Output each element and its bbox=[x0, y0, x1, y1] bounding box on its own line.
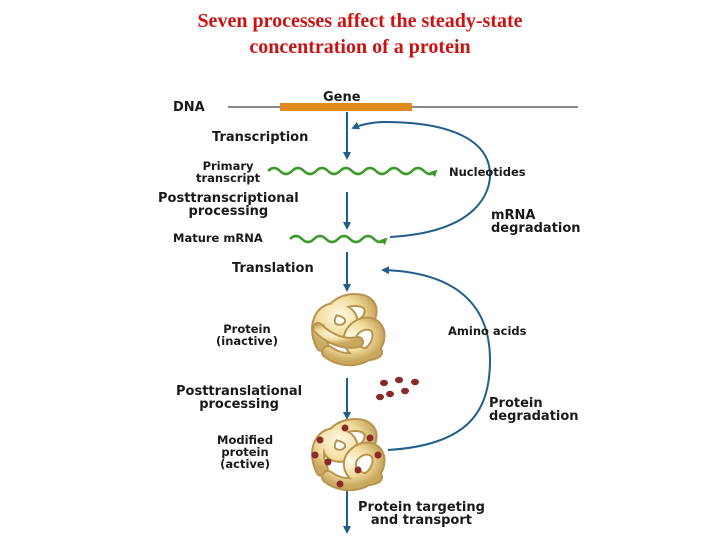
modified-protein-line-3: (active) bbox=[220, 457, 270, 471]
nucleotides-label: Nucleotides bbox=[449, 165, 526, 179]
modified-protein-line-1: Modified bbox=[217, 433, 274, 447]
protein-inactive-line-2: (inactive) bbox=[216, 334, 278, 348]
protein-targeting-label: Protein targeting and transport bbox=[358, 501, 485, 527]
translation-label: Translation bbox=[232, 261, 314, 276]
mrna-degradation-line-2: degradation bbox=[491, 221, 581, 236]
dna-label: DNA bbox=[173, 100, 205, 115]
posttranscriptional-label: Posttranscriptional processing bbox=[158, 192, 299, 218]
gene-label: Gene bbox=[323, 90, 361, 105]
protein-targeting-line-2: and transport bbox=[370, 513, 472, 528]
amino-acid-dot bbox=[395, 376, 403, 384]
protein-inactive-label: Protein (inactive) bbox=[216, 323, 278, 347]
mrna-degradation-line-1: mRNA bbox=[491, 208, 536, 223]
protein-inactive-line-1: Protein bbox=[223, 322, 271, 336]
protein-degradation-curve bbox=[381, 266, 492, 451]
posttranslational-line-2: processing bbox=[199, 397, 279, 412]
primary-transcript-wave bbox=[267, 166, 438, 178]
title-line-1: Seven processes affect the steady-state bbox=[197, 10, 523, 32]
protein-targeting-line-1: Protein targeting bbox=[358, 500, 485, 515]
posttranscriptional-line-1: Posttranscriptional bbox=[158, 191, 299, 206]
modified-protein-line-2: protein bbox=[221, 445, 269, 459]
primary-transcript-label: Primary transcript bbox=[196, 160, 260, 184]
protein-degradation-label: Protein degradation bbox=[489, 397, 579, 423]
amino-acid-dot bbox=[401, 387, 409, 395]
amino-acid-dots bbox=[376, 376, 419, 401]
amino-acid-dot bbox=[411, 378, 419, 386]
protein-active-illustration bbox=[311, 417, 386, 492]
posttranslational-label: Posttranslational processing bbox=[176, 385, 302, 411]
mature-mrna-wave bbox=[289, 234, 388, 246]
mrna-degradation-label: mRNA degradation bbox=[491, 209, 581, 235]
amino-acids-label: Amino acids bbox=[448, 324, 527, 338]
amino-acid-dot bbox=[380, 379, 388, 387]
primary-transcript-line-2: transcript bbox=[196, 171, 261, 185]
transcription-label: Transcription bbox=[212, 130, 309, 145]
title-line-2: concentration of a protein bbox=[249, 36, 471, 58]
protein-degradation-line-1: Protein bbox=[489, 396, 543, 411]
primary-transcript-line-1: Primary bbox=[202, 159, 254, 173]
slide-title: Seven processes affect the steady-state … bbox=[0, 8, 720, 60]
protein-degradation-line-2: degradation bbox=[489, 409, 579, 424]
mrna-degradation-curve bbox=[351, 120, 492, 238]
amino-acid-dot bbox=[376, 393, 384, 401]
posttranslational-line-1: Posttranslational bbox=[176, 384, 303, 399]
mature-mrna-label: Mature mRNA bbox=[173, 231, 263, 245]
amino-acid-dot bbox=[386, 390, 394, 398]
protein-inactive-illustration bbox=[311, 292, 386, 367]
posttranscriptional-line-2: processing bbox=[188, 204, 269, 219]
gene-bar bbox=[280, 103, 412, 111]
modified-protein-label: Modified protein (active) bbox=[217, 434, 273, 470]
